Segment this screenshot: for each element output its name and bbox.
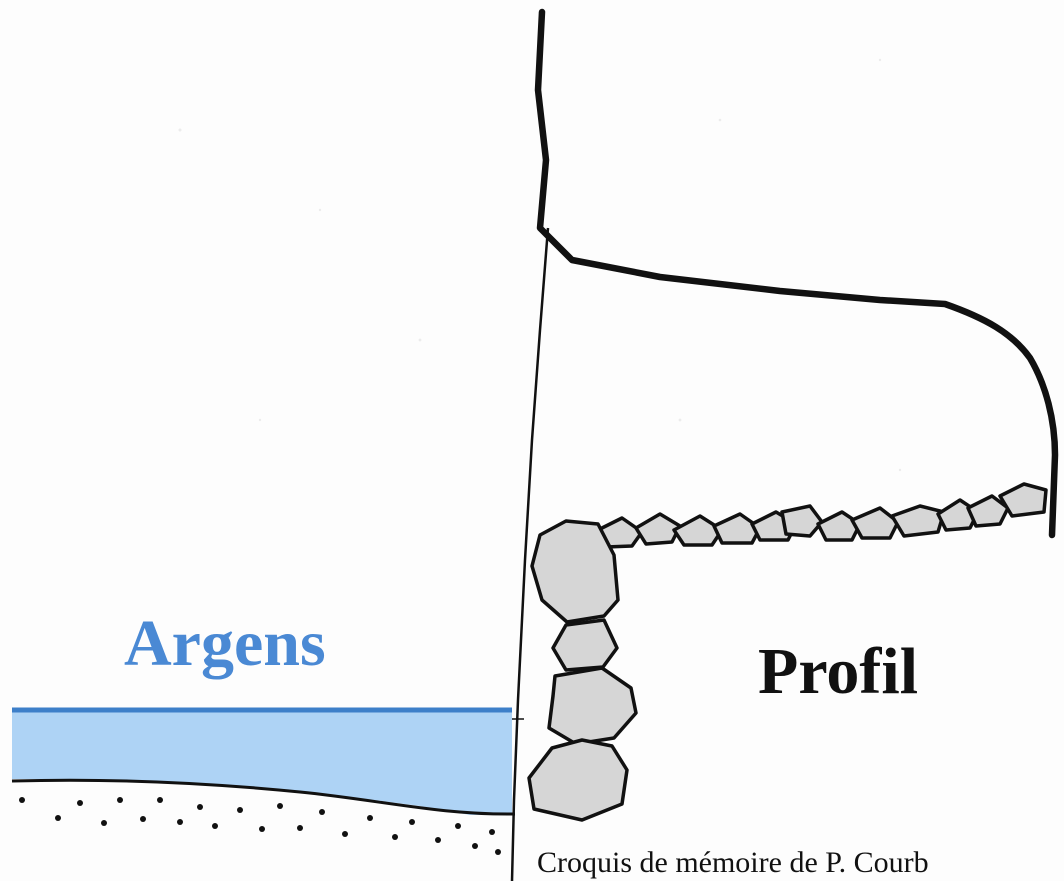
river-bed-line — [11, 778, 516, 816]
building-outline — [534, 8, 1059, 539]
river-label: Argens — [124, 607, 326, 680]
profile-label: Profil — [758, 635, 919, 708]
paper-texture — [178, 58, 902, 472]
gravel-dots — [19, 797, 501, 855]
stone-course — [596, 482, 1048, 549]
profile-reference-line — [510, 227, 550, 881]
river-water — [12, 710, 512, 815]
sketch-caption: Croquis de mémoire de P. Courb — [537, 846, 929, 879]
stone-wall — [527, 519, 638, 822]
